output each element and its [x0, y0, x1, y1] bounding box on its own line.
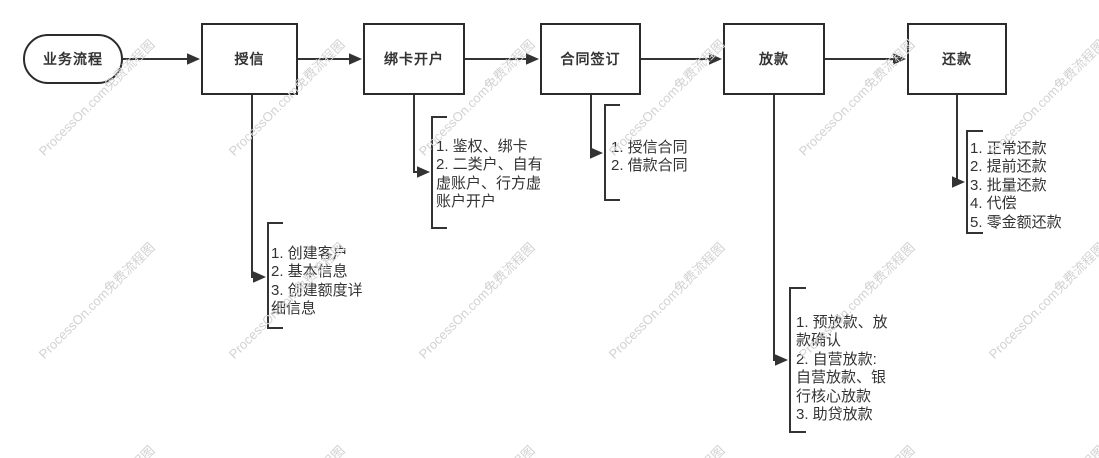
flow-node-repay: 还款	[907, 23, 1007, 95]
arrowhead-icon	[952, 176, 965, 188]
flow-node-label: 放款	[759, 51, 789, 67]
arrowhead-icon	[526, 53, 539, 65]
annotation-bracket	[789, 287, 806, 433]
flow-node-label: 绑卡开户	[384, 51, 444, 67]
edge-bindcard-to-contract	[465, 53, 539, 65]
annotation-bracket	[267, 222, 283, 329]
annotation-line: 2. 二类户、自有	[436, 156, 543, 174]
flow-node-contract: 合同签订	[540, 23, 641, 95]
annotation-line: 1. 授信合同	[611, 139, 688, 156]
annotation-line: 3. 助贷放款	[796, 406, 873, 424]
annotation-line: 1. 预放款、放	[796, 314, 888, 331]
connector-credit-annotation	[251, 95, 283, 329]
arrowhead-icon	[893, 53, 906, 65]
arrowhead-icon	[253, 271, 266, 283]
edge-credit-to-bindcard	[298, 53, 362, 65]
annotation-line: 虚账户、行方虚	[436, 174, 542, 192]
flow-node-label: 合同签订	[560, 51, 621, 67]
connector-loan-annotation	[773, 95, 806, 433]
annotation-line: 5. 零金额还款	[970, 213, 1062, 231]
annotation-line: 2. 借款合同	[611, 157, 688, 175]
arrowhead-icon	[709, 53, 722, 65]
connector-repay-annotation	[952, 95, 983, 234]
annotation-line: 行核心放款	[796, 387, 872, 405]
annotation-line: 细信息	[271, 300, 317, 318]
annotation-line: 1. 鉴权、绑卡	[436, 138, 528, 155]
annotation-line: 2. 自营放款:	[796, 350, 877, 368]
connector-line	[413, 95, 417, 173]
arrowhead-icon	[187, 53, 200, 65]
arrowhead-icon	[349, 53, 362, 65]
connector-contract-annotation	[590, 95, 620, 201]
annotation-bracket	[604, 104, 620, 201]
annotation-bracket	[966, 130, 983, 234]
annotation-line: 3. 批量还款	[970, 176, 1047, 194]
flow-node-loan: 放款	[723, 23, 825, 95]
flow-node-bind-card: 绑卡开户	[363, 23, 465, 95]
edge-contract-to-loan	[641, 53, 722, 65]
annotation-line: 自营放款、银	[796, 369, 887, 387]
flow-node-label: 授信	[234, 51, 265, 67]
flow-node-label: 业务流程	[43, 51, 103, 67]
flow-node-credit: 授信	[201, 23, 298, 95]
flow-node-label: 还款	[942, 51, 972, 67]
edge-start-to-credit	[123, 53, 200, 65]
annotation-line: 2. 基本信息	[271, 263, 348, 281]
arrowhead-icon	[590, 147, 603, 159]
annotation-line: 1. 创建客户	[271, 245, 348, 262]
annotation-line: 账户开户	[436, 193, 497, 211]
edge-loan-to-repay	[825, 53, 906, 65]
annotation-line: 1. 正常还款	[970, 140, 1047, 157]
arrowhead-icon	[775, 354, 788, 366]
annotation-line: 2. 提前还款	[970, 158, 1047, 176]
arrowhead-icon	[417, 166, 430, 178]
connector-bindcard-annotation	[413, 95, 447, 229]
flow-node-start: 业务流程	[23, 34, 123, 84]
annotation-line: 4. 代偿	[970, 195, 1017, 213]
connector-line	[773, 95, 776, 361]
connector-line	[251, 95, 254, 278]
annotation-line: 3. 创建额度详	[271, 281, 363, 299]
annotation-line: 款确认	[796, 332, 842, 350]
annotation-bracket	[431, 116, 447, 229]
